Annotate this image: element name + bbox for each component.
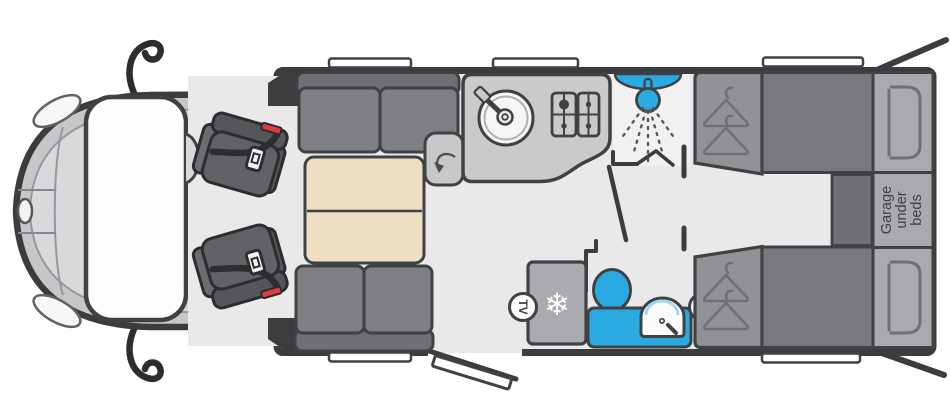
door-panel [431,354,513,391]
garage-label: Garage under beds [879,186,925,234]
fridge: ❄ [526,260,588,346]
worktop-flap [423,131,465,187]
garage-label-line1: Garage [879,186,895,234]
sofa-cushion [297,86,382,154]
basin-icon [639,296,686,338]
tap-icon [473,85,514,126]
door-gap-outside [428,353,522,360]
cab-floor [188,76,305,346]
dining-table [303,155,426,265]
burner-dot [585,123,592,129]
washroom-door-open [606,164,629,243]
window [760,352,862,364]
rear-sofa [293,264,435,353]
burner-dot [559,99,569,110]
garage-label-panel: Garage under beds [871,171,935,249]
entry-door [423,346,522,391]
headboard-panel-top [871,71,935,174]
window [327,351,413,363]
wing-mirror-top-icon [126,39,164,97]
front-sofa [295,71,461,154]
wardrobe-bottom [693,244,764,350]
window [327,57,413,69]
burner-dot [561,123,567,129]
window [761,56,865,68]
garage-label-line3: beds [909,194,925,225]
headboard-panel-bottom [871,246,935,349]
shower-spray [619,106,677,164]
shower-bifold-door [635,149,675,167]
sofa-cushion [362,264,434,335]
garage-door-line-bottom [876,349,947,378]
sofa-cushion [294,264,366,335]
wardrobe-top [693,70,764,176]
partition-walls [584,144,687,293]
hob-icon [550,91,601,138]
burner-dot [585,101,592,108]
bed-top [760,71,875,174]
garage-label-line2: under [894,191,910,228]
washroom-wall [611,150,639,166]
window [491,57,580,69]
shower-head-icon [635,87,661,113]
tv-label: TV [516,299,530,314]
windows [327,56,865,364]
headlight-top [32,93,82,129]
bedside-step [830,173,874,247]
basin-tap [666,323,678,335]
swivel-arrow-head [434,162,444,173]
headlight-bottom [32,293,82,329]
door-gap [428,346,522,354]
snowflake-icon: ❄ [544,287,570,323]
wall-corner-top [268,67,305,106]
windscreen [83,94,189,323]
garage-door-line-top [876,37,949,72]
bumper-seam [53,126,64,296]
bed-bottom [760,245,875,349]
wing-mirror-bottom-icon [126,325,164,383]
kitchen [461,72,612,184]
shower-room [613,72,690,166]
tv-badge: TV [508,292,538,322]
grille-badge [16,197,34,225]
sink-rim [483,95,529,141]
basin-plug [658,317,665,324]
toilet-icon [592,268,632,312]
